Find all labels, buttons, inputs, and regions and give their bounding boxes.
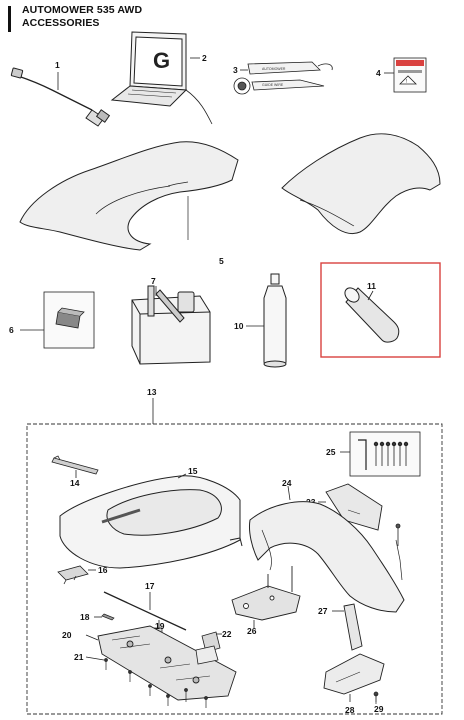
part-20-chassis-plate[interactable]: [97, 625, 237, 701]
callout-5: 5: [219, 256, 224, 266]
part-17-rod[interactable]: [103, 591, 187, 631]
callout-17: 17: [145, 581, 155, 591]
callout-27: 27: [318, 606, 328, 616]
part-2-laptop[interactable]: G: [110, 31, 213, 125]
callout-22: 22: [222, 629, 232, 639]
part-14-decal[interactable]: [51, 455, 99, 475]
part-18-screw[interactable]: [101, 613, 115, 621]
part-3-tags[interactable]: AUTOMOWER GUIDE WIRE: [233, 61, 333, 95]
kit-13-dashed-frame: [26, 423, 443, 715]
part-6-parts-pack[interactable]: [43, 291, 95, 349]
leader-24: [287, 485, 291, 501]
callout-16: 16: [98, 565, 108, 575]
part-24-rear-shell[interactable]: [249, 501, 405, 613]
callout-28: 28: [345, 705, 355, 715]
laptop-logo-icon: G: [153, 48, 170, 73]
callout-26: 26: [247, 626, 257, 636]
leader-21: [85, 656, 105, 661]
callout-19: 19: [155, 621, 165, 631]
part-26-bracket[interactable]: [231, 566, 301, 621]
callout-15: 15: [188, 466, 198, 476]
part-25-bolt-kit[interactable]: [349, 431, 421, 477]
callout-4: 4: [376, 68, 381, 78]
part-28-foot-plate[interactable]: [323, 653, 385, 695]
callout-2: 2: [202, 53, 207, 63]
callout-10: 10: [234, 321, 244, 331]
callout-6: 6: [9, 325, 14, 335]
leader-11: [367, 290, 374, 301]
part-21-screws[interactable]: [104, 658, 208, 709]
part-5-body-shell-right[interactable]: [281, 133, 441, 234]
part-16-bracket[interactable]: [57, 565, 89, 585]
part-22-bracket[interactable]: [195, 631, 221, 665]
highlight-box-11: [320, 262, 441, 358]
callout-13: 13: [147, 387, 157, 397]
part-5-body-shell-left[interactable]: [19, 141, 239, 251]
callout-25: 25: [326, 447, 336, 457]
part-11-roller[interactable]: [342, 285, 400, 343]
part-4-label[interactable]: !: [393, 57, 427, 93]
part-27-arm[interactable]: [343, 603, 363, 651]
callout-18: 18: [80, 612, 90, 622]
callout-3: 3: [233, 65, 238, 75]
callout-29: 29: [374, 704, 384, 714]
leader-15: [177, 473, 187, 479]
part-10-bottle[interactable]: [263, 273, 287, 368]
header-marker-bar: [8, 6, 11, 32]
svg-text:!: !: [406, 79, 407, 85]
part-15-top-cover[interactable]: [59, 475, 243, 569]
callout-1: 1: [55, 60, 60, 70]
part-1-cable[interactable]: [10, 67, 111, 127]
callout-7: 7: [151, 276, 156, 286]
callout-21: 21: [74, 652, 84, 662]
part-loose-bolt: [395, 523, 401, 546]
callout-20: 20: [62, 630, 72, 640]
callout-11: 11: [367, 281, 376, 291]
leader-20: [85, 634, 99, 641]
page-title: AUTOMOWER 535 AWD: [22, 4, 143, 16]
svg-text:GUIDE WIRE: GUIDE WIRE: [262, 83, 284, 87]
part-7-cleaning-kit[interactable]: [131, 285, 211, 365]
callout-14: 14: [70, 478, 80, 488]
svg-text:AUTOMOWER: AUTOMOWER: [262, 67, 286, 71]
callout-24: 24: [282, 478, 292, 488]
page-subtitle: ACCESSORIES: [22, 17, 100, 29]
